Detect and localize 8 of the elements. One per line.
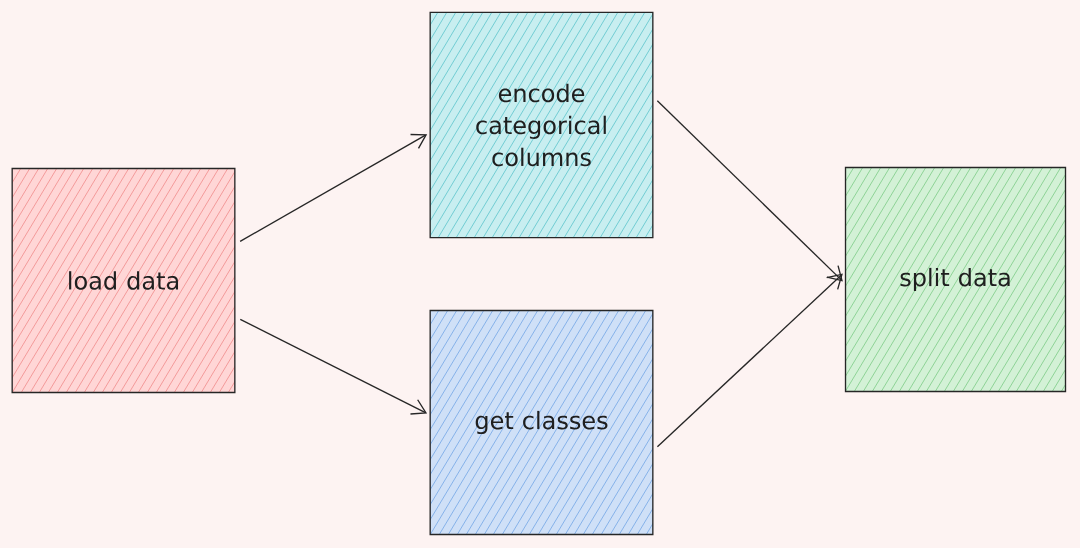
arrow [239, 318, 428, 415]
arrow [656, 100, 843, 282]
process-box: load data [11, 167, 236, 394]
arrow [239, 133, 428, 243]
process-box: get classes [429, 309, 654, 536]
arrow [656, 273, 843, 448]
process-box: encode categorical columns [429, 11, 654, 239]
process-box: split data [844, 166, 1067, 393]
